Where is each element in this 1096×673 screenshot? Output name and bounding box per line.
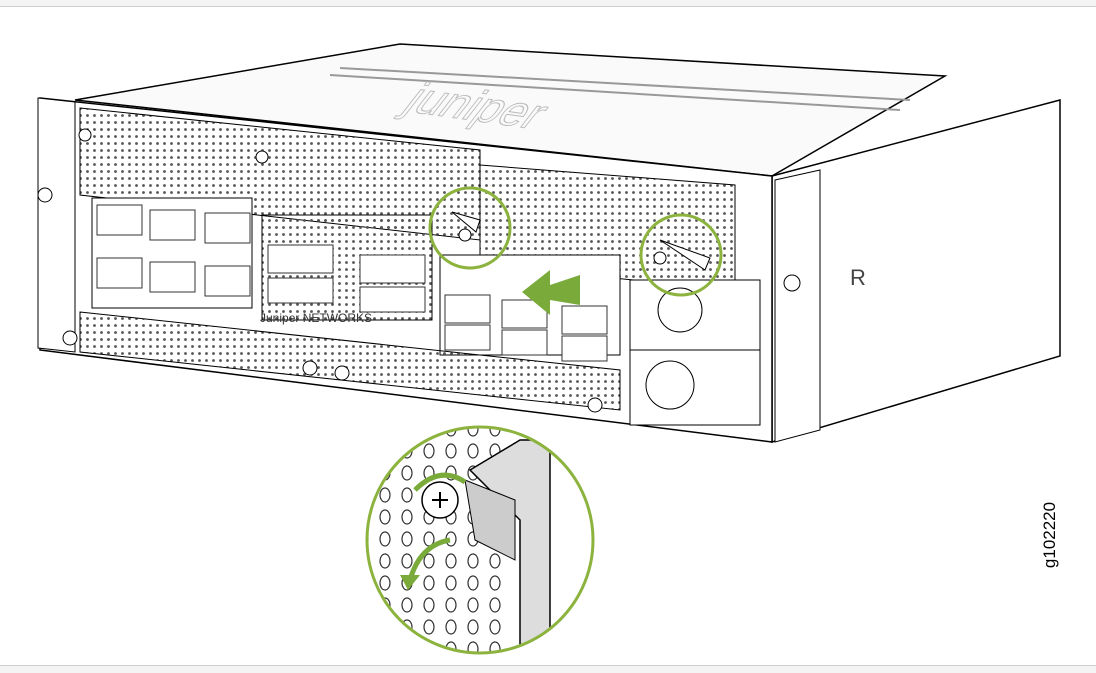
- captive-screws: [37, 128, 801, 413]
- side-marking: R: [850, 265, 866, 290]
- figure-id-label: g102220: [1040, 501, 1059, 569]
- screw-highlight-right: [639, 213, 723, 297]
- left-rack-ear: [37, 97, 76, 353]
- lower-fan-tray: [79, 311, 621, 411]
- power-supplies: [629, 279, 761, 426]
- rotate-arrow-bottom: [407, 537, 451, 581]
- port-cages: [96, 204, 608, 362]
- front-logo: Juniper NETWORKS: [260, 311, 372, 325]
- screw-in-circle: [451, 211, 711, 271]
- screw-highlight-left: [428, 186, 512, 270]
- rotate-arrow-top: [413, 472, 467, 492]
- direction-arrow: [522, 270, 580, 315]
- detail-callout-border: [365, 425, 595, 655]
- side-rack-ear: [774, 169, 821, 443]
- top-border: [0, 0, 1096, 7]
- top-vents: [329, 67, 911, 111]
- detail-callout: [368, 428, 592, 652]
- bottom-border: [0, 665, 1096, 673]
